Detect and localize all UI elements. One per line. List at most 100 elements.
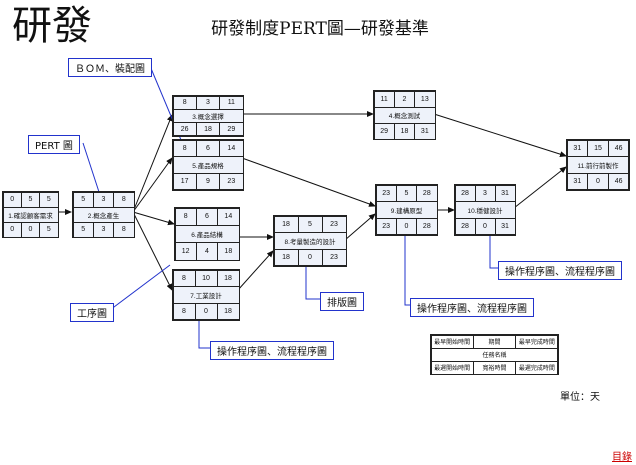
node-slack: 0 xyxy=(194,302,218,321)
node-ls: 8 xyxy=(172,302,196,321)
node-slack: 18 xyxy=(195,122,221,137)
node-ls: 5 xyxy=(72,221,94,238)
node-es: 11 xyxy=(373,90,395,108)
node-ls: 29 xyxy=(373,122,395,140)
node-label: 4.概念測試 xyxy=(373,106,436,124)
node-ls: 31 xyxy=(566,172,589,191)
node-7-industrial-design: 8 10 18 7.工業設計 8 0 18 xyxy=(172,269,240,321)
leader-process xyxy=(109,264,171,311)
node-label: 8.考量製造的設計 xyxy=(273,232,347,250)
node-es: 23 xyxy=(375,184,397,203)
node-ef: 14 xyxy=(217,207,240,226)
legend-task-name: 任務名稱 xyxy=(430,347,559,362)
arrow-5-9 xyxy=(241,157,376,207)
legend-ef: 最早完成時間 xyxy=(515,334,559,349)
node-slack: 0 xyxy=(395,217,418,236)
legend-slack: 寬裕時間 xyxy=(472,360,517,375)
node-ls: 28 xyxy=(454,217,476,236)
arrow-2-5 xyxy=(132,157,173,213)
legend-lf: 最遲完成時間 xyxy=(515,360,559,375)
node-label: 1.確認顧客需求 xyxy=(2,206,59,223)
node-slack: 18 xyxy=(393,122,416,140)
node-slack: 0 xyxy=(587,172,609,191)
node-es: 5 xyxy=(72,191,94,208)
node-duration: 5 xyxy=(20,191,41,208)
leader-flow-c xyxy=(489,233,498,269)
node-label: 5.產品規格 xyxy=(172,156,244,174)
arrow-2-3 xyxy=(132,114,173,213)
node-slack: 9 xyxy=(195,172,221,191)
node-label: 9.建構原型 xyxy=(375,201,438,219)
node-duration: 5 xyxy=(297,215,323,234)
leader-layout xyxy=(305,262,320,300)
node-8-design-for-manufacture: 18 5 23 8.考量製造的設計 18 0 23 xyxy=(273,215,347,267)
leader-flow-a xyxy=(198,318,210,349)
node-label: 2.概念產生 xyxy=(72,206,135,223)
node-ef: 46 xyxy=(607,139,630,158)
page-title: 研發制度PERT圖—研發基準 xyxy=(211,19,429,39)
node-1-confirm-needs: 0 5 5 1.確認顧客需求 0 0 5 xyxy=(2,191,59,238)
node-legend: 最早開始時間 期間 最早完成時間 任務名稱 最遲開始時間 寬裕時間 最遲完成時間 xyxy=(430,334,559,375)
node-ef: 13 xyxy=(414,90,436,108)
node-duration: 5 xyxy=(395,184,418,203)
node-slack: 4 xyxy=(195,242,219,261)
node-es: 8 xyxy=(172,139,197,158)
arrow-8-9 xyxy=(344,213,376,241)
node-es: 8 xyxy=(172,95,197,110)
node-duration: 10 xyxy=(194,269,218,288)
node-ef: 8 xyxy=(113,191,135,208)
node-ls: 26 xyxy=(172,122,197,137)
node-lf: 46 xyxy=(607,172,630,191)
node-slack: 0 xyxy=(474,217,496,236)
node-label: 7.工業設計 xyxy=(172,286,240,304)
node-slack: 0 xyxy=(20,221,41,238)
leader-pert xyxy=(82,142,100,193)
node-lf: 5 xyxy=(39,221,59,238)
section-title: 研發 xyxy=(12,3,92,49)
node-duration: 3 xyxy=(92,191,115,208)
node-slack: 3 xyxy=(92,221,115,238)
node-es: 18 xyxy=(273,215,299,234)
node-duration: 3 xyxy=(474,184,496,203)
node-duration: 3 xyxy=(195,95,221,110)
node-9-build-prototype: 23 5 28 9.建構原型 23 0 28 xyxy=(375,184,438,236)
arrow-7-8 xyxy=(237,250,274,291)
leader-flow-b xyxy=(404,233,410,306)
node-lf: 31 xyxy=(494,217,516,236)
node-slack: 0 xyxy=(297,248,323,267)
arrow-2-6 xyxy=(132,211,175,226)
node-label: 10.穩健設計 xyxy=(454,201,516,219)
node-es: 28 xyxy=(454,184,476,203)
node-ef: 31 xyxy=(494,184,516,203)
legend-ls: 最遲開始時間 xyxy=(430,360,474,375)
toc-link[interactable]: 目錄 xyxy=(612,452,632,463)
node-ls: 17 xyxy=(172,172,197,191)
node-ls: 12 xyxy=(174,242,197,261)
node-lf: 18 xyxy=(217,242,240,261)
callout-flow-chart-c: 操作程序圖、流程程序圖 xyxy=(498,261,622,280)
node-ls: 0 xyxy=(2,221,22,238)
node-lf: 23 xyxy=(321,248,347,267)
arrow-2-7 xyxy=(132,211,173,291)
callout-layout-chart: 排版圖 xyxy=(320,292,364,311)
node-4-concept-test: 11 2 13 4.概念測試 29 18 31 xyxy=(373,90,436,140)
node-11-pilot-production: 31 15 46 11.前行前製作 31 0 46 xyxy=(566,139,630,191)
node-ef: 18 xyxy=(216,269,240,288)
node-lf: 18 xyxy=(216,302,240,321)
node-es: 8 xyxy=(172,269,196,288)
node-duration: 6 xyxy=(195,207,219,226)
node-lf: 28 xyxy=(416,217,438,236)
node-ls: 23 xyxy=(375,217,397,236)
node-lf: 29 xyxy=(219,122,244,137)
node-3-concept-selection: 8 3 11 3.概念選擇 26 18 29 xyxy=(172,95,244,137)
node-duration: 2 xyxy=(393,90,416,108)
callout-process-chart: 工序圖 xyxy=(70,303,114,322)
node-ef: 11 xyxy=(219,95,244,110)
node-es: 31 xyxy=(566,139,589,158)
node-ls: 18 xyxy=(273,248,299,267)
node-duration: 6 xyxy=(195,139,221,158)
node-duration: 15 xyxy=(587,139,609,158)
node-label: 6.產品結構 xyxy=(174,224,240,244)
legend-es: 最早開始時間 xyxy=(430,334,474,349)
unit-label: 單位：天 xyxy=(560,392,600,403)
